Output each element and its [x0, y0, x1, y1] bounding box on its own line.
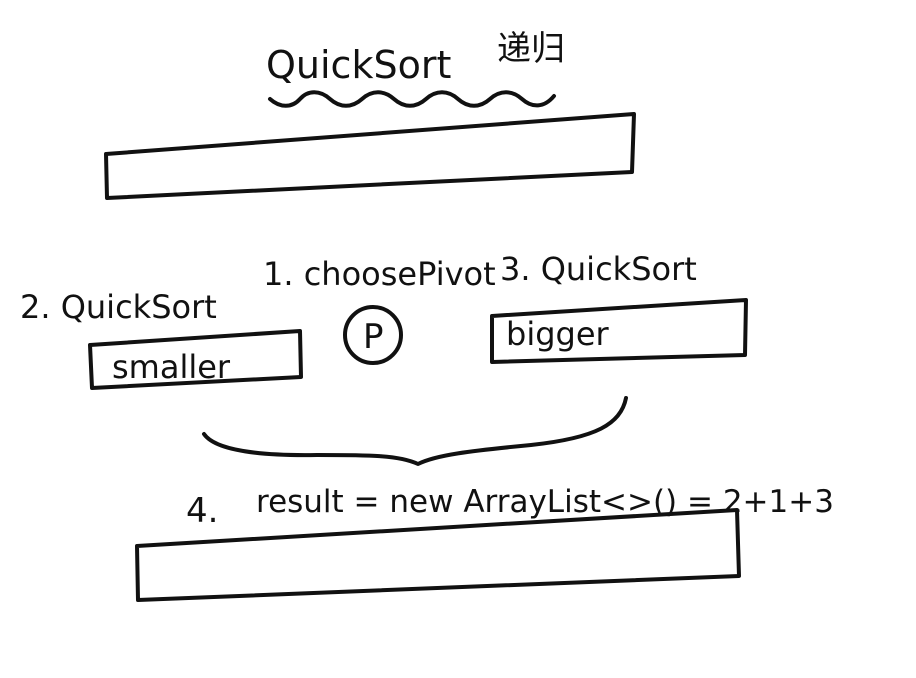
pivot-label: P — [363, 317, 384, 357]
result-expression: result = new ArrayList<>() = 2+1+3 — [256, 484, 834, 520]
title-suffix: 递归 — [497, 29, 565, 69]
bigger-partition-label: bigger — [506, 315, 610, 353]
smaller-partition-box — [88, 329, 303, 390]
input-array-box — [104, 112, 636, 200]
step-quicksort-smaller: 2. QuickSort — [20, 288, 217, 326]
pivot-circle — [343, 305, 403, 365]
step-choose-pivot: 1. choosePivot — [263, 255, 496, 293]
step-quicksort-bigger: 3. QuickSort — [500, 250, 697, 288]
result-array-box — [135, 508, 741, 602]
smaller-partition-label: smaller — [112, 348, 231, 386]
bigger-partition-box — [490, 298, 748, 364]
title-text: QuickSort — [266, 43, 451, 87]
title-wavy-underline — [268, 90, 556, 108]
result-step-number: 4. — [186, 491, 218, 531]
combine-brace — [202, 396, 628, 466]
